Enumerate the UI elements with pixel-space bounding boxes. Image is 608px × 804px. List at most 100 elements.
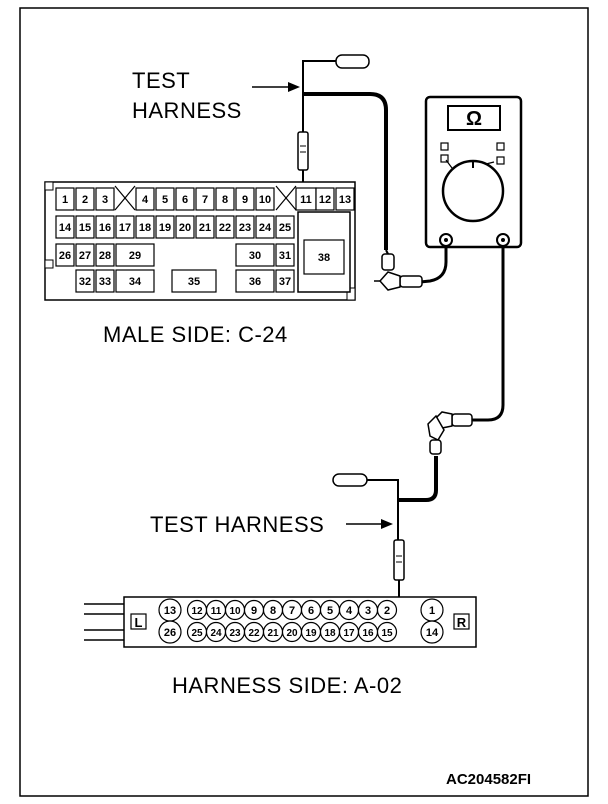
c24-pin-label: 21	[199, 222, 211, 234]
c24-pin-label: 33	[99, 276, 111, 288]
c24-pin-cavity	[95, 187, 115, 211]
a02-pin-label: 22	[248, 628, 260, 639]
a02-pin-label: 2	[384, 605, 390, 617]
c24-pin-cavity	[155, 215, 175, 239]
c24-pin-cavity	[275, 215, 295, 239]
c24-pin-label: 24	[259, 222, 272, 234]
a02-pin-label: 10	[229, 606, 241, 617]
a02-pin-label: 7	[289, 605, 295, 617]
a02-pin-label: 8	[270, 605, 276, 617]
c24-pin-cavity	[303, 239, 345, 275]
harness-top-plug	[297, 131, 309, 171]
c24-pin-cavity	[171, 269, 217, 293]
c24-pin-cavity	[335, 187, 355, 211]
c24-pin-label: 26	[59, 250, 71, 262]
c24-pin-cavity	[275, 269, 295, 293]
c24-pin-label: 37	[279, 276, 291, 288]
a02-pin-circle	[376, 621, 398, 643]
c24-pin-label: 31	[279, 250, 291, 262]
c24-pin-cavity	[135, 215, 155, 239]
c24-pin-label: 38	[318, 252, 330, 264]
harness-mid-cable	[398, 456, 438, 502]
blank-cavity-marks	[114, 185, 297, 211]
c24-pin-cavity	[255, 187, 275, 211]
c24-pin-cavity	[255, 215, 275, 239]
c24-pin-cavity	[315, 187, 335, 211]
c24-pin-label: 17	[119, 222, 131, 234]
a02-pin-label: 12	[191, 606, 203, 617]
a02-pin-label: 14	[426, 627, 439, 639]
c24-pin-cavity	[75, 215, 95, 239]
c24-pin-label: 14	[59, 222, 72, 234]
c24-pin-cavity	[215, 215, 235, 239]
c24-pin-cavity	[235, 269, 275, 293]
a02-pin-circle	[420, 620, 444, 644]
a02-pin-label: 9	[251, 605, 257, 617]
c24-pin-label: 11	[300, 194, 312, 206]
c24-pin-label: 15	[79, 222, 91, 234]
c24-pin-label: 28	[99, 250, 111, 262]
c24-pin-cavity	[95, 243, 115, 267]
a02-pin-label: 20	[286, 628, 298, 639]
a02-pin-label: 19	[305, 628, 317, 639]
c24-pin-cavity	[75, 187, 95, 211]
connector-a02-end-right: R	[457, 615, 467, 630]
c24-pin-label: 18	[139, 222, 151, 234]
c24-pin-cavity	[155, 187, 175, 211]
a02-pin-label: 16	[362, 628, 374, 639]
c24-pin-label: 25	[279, 222, 291, 234]
harness-mid-probe-cap	[332, 473, 368, 487]
multimeter: Ω	[424, 95, 523, 249]
a02-pin-label: 3	[365, 605, 371, 617]
ohm-symbol: Ω	[466, 108, 482, 130]
c24-pin-cavity	[75, 269, 95, 293]
figure-frame	[19, 7, 589, 797]
a02-pin-circle	[376, 599, 398, 621]
c24-pin-cavity	[95, 269, 115, 293]
c24-pin-label: 16	[99, 222, 111, 234]
test-harness-top-label-line1: TEST	[132, 68, 190, 93]
c24-pin-label: 2	[82, 194, 88, 206]
a02-pin-label: 15	[381, 628, 393, 639]
c24-pin-label: 36	[249, 276, 261, 288]
c24-pin-label: 29	[129, 250, 141, 262]
c24-pin-cavity	[55, 187, 75, 211]
multimeter-display	[447, 105, 501, 131]
c24-pin-label: 7	[202, 194, 208, 206]
a02-pin-label: 6	[308, 605, 314, 617]
harness-top-probe-cap	[335, 54, 370, 69]
c24-pin-label: 30	[249, 250, 261, 262]
c24-pin-cavity	[275, 243, 295, 267]
meter-lead-positive	[470, 246, 505, 422]
c24-pin-label: 13	[339, 194, 351, 206]
harness-side-label: HARNESS SIDE: A-02	[172, 673, 402, 698]
c24-pin-label: 27	[79, 250, 91, 262]
c24-pin-label: 32	[79, 276, 91, 288]
a02-pin-label: 18	[324, 628, 336, 639]
c24-pin-label: 9	[242, 194, 248, 206]
harness-top-cable	[303, 92, 388, 250]
a02-pin-label: 24	[210, 628, 222, 639]
c24-pin-cavity	[115, 243, 155, 267]
a02-pin-label: 17	[343, 628, 355, 639]
a02-pin-label: 11	[211, 606, 222, 617]
c24-pin-label: 35	[188, 276, 200, 288]
c24-pin-label: 23	[239, 222, 251, 234]
c24-pin-cavity	[95, 215, 115, 239]
c24-pin-cavity	[55, 215, 75, 239]
c24-pin-label: 6	[182, 194, 188, 206]
c24-pin-label: 10	[259, 194, 271, 206]
c24-pin-label: 4	[142, 194, 149, 206]
c24-pin-cavity	[175, 187, 195, 211]
c24-pin-label: 3	[102, 194, 108, 206]
c24-pin-cavity	[235, 215, 255, 239]
c24-pin-cavity	[115, 269, 155, 293]
test-harness-top-label-line2: HARNESS	[132, 98, 242, 123]
c24-pin-cavity	[195, 187, 215, 211]
c24-pin-cavity	[75, 243, 95, 267]
c24-pin-label: 34	[129, 276, 142, 288]
c24-pin-label: 19	[159, 222, 171, 234]
c24-pin-label: 22	[219, 222, 231, 234]
test-harness-mid-label: TEST HARNESS	[150, 512, 324, 537]
